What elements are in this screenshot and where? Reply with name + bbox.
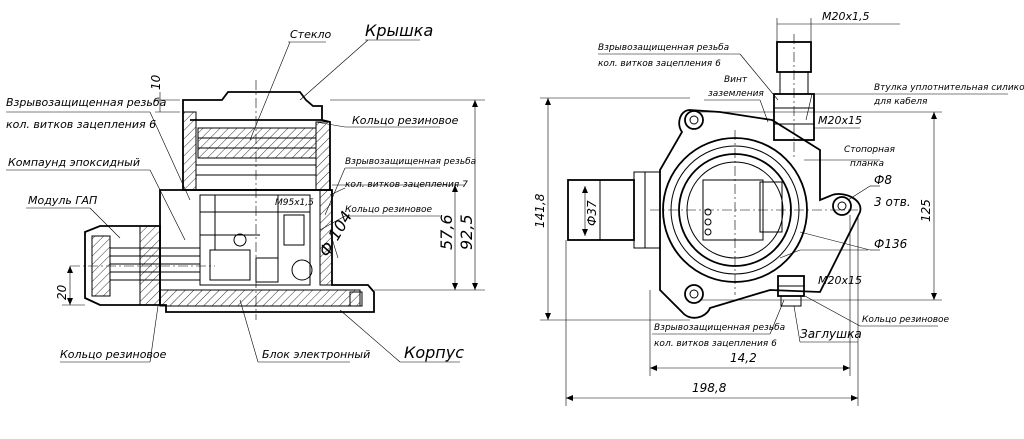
label-thread-mid-1: Взрывозащищенная резьба [345,157,476,167]
sensor-module-gap [70,225,215,306]
dim-m95: М95х1,5 [275,198,314,208]
label-thread-top-2: кол. витков зацепления 6 [6,118,156,131]
label-zaglushka: Заглушка [800,327,862,341]
left-section-view: Стекло Крышка Взрывозащищенная резьба ко… [6,21,485,363]
label-r-thread-top-1: Взрывозащищенная резьба [598,43,729,53]
dim-phi136: Ф136 [874,237,908,251]
label-kompaund: Компаунд эпоксидный [8,156,140,169]
label-planka-1: Стопорная [844,145,896,155]
label-blok: Блок электронный [262,348,370,361]
top-cable-gland [773,34,815,160]
bottom-plug [777,275,805,307]
dim-20: 20 [55,284,69,300]
right-dimensions [540,18,942,406]
front-sensor [567,171,661,249]
label-korpus: Корпус [404,343,464,362]
label-steklo: Стекло [290,28,332,41]
glass-steklo [197,127,317,159]
dim-m20-top: М20х1,5 [822,10,870,23]
label-vtulka-2: для кабеля [873,97,928,107]
label-ring-mid: Кольцо резиновое [345,205,433,215]
dim-m20-mid: М20х15 [818,114,862,127]
electronic-block [199,194,313,286]
label-kryshka: Крышка [365,21,433,40]
dim-phi8: Ф8 [874,173,892,187]
dim-14-2: 14,2 [730,351,757,365]
label-r-thread-bot-1: Взрывозащищенная резьба [654,323,785,333]
label-r-thread-bot-2: кол. витков зацепления 6 [654,339,777,349]
label-holes: 3 отв. [874,195,911,209]
label-r-thread-top-2: кол. витков зацепления 6 [598,59,721,69]
label-modul-gap: Модуль ГАП [28,194,97,207]
right-leaders [598,53,1008,343]
cover-kryshka [182,91,331,191]
front-body [650,109,862,319]
label-planka-2: планка [850,159,884,169]
dim-phi37: Ф37 [585,200,599,226]
dim-92-5: 92,5 [457,214,476,250]
dim-57-6: 57,6 [437,214,456,250]
label-thread-mid-2: кол. витков зацепления 7 [345,180,468,190]
dim-m20-bot: М20х15 [818,274,862,287]
body-korpus [159,189,375,313]
dim-125: 125 [919,199,933,222]
label-vint-2: заземления [708,89,764,99]
label-r-ring: Кольцо резиновое [862,315,950,325]
label-vint-1: Винт [724,75,748,85]
label-ring-bottom: Кольцо резиновое [60,348,167,361]
dim-141-8: 141,8 [533,193,547,228]
left-leaders [6,39,460,363]
label-vtulka-1: Втулка уплотнительная силиконовая [874,83,1024,93]
label-thread-top-1: Взрывозащищенная резьба [6,96,167,109]
dim-198-8: 198,8 [692,381,727,395]
label-ring-top: Кольцо резиновое [352,114,459,127]
right-front-view: М20х1,5 Взрывозащищенная резьба кол. вит… [533,10,1024,406]
dim-10: 10 [149,74,163,90]
left-dimensions [62,92,485,306]
